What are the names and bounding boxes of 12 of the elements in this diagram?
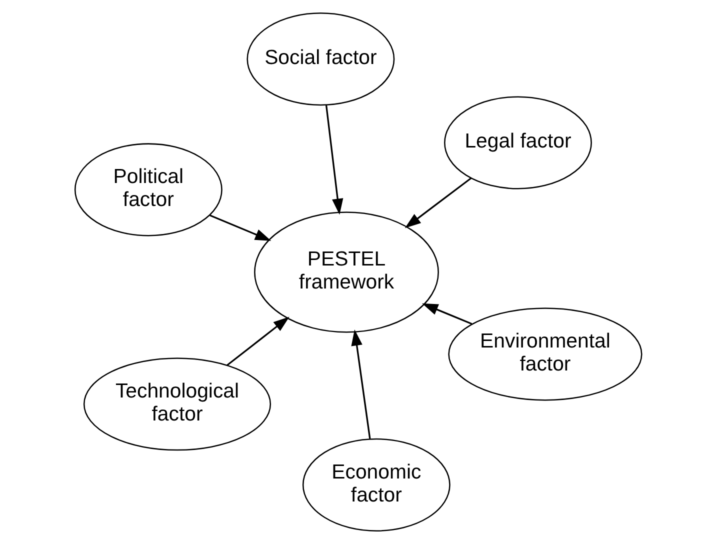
node-ellipse: Technological factor (82, 358, 271, 451)
node-ellipse: Economic factor (302, 438, 450, 532)
node-ellipse: Social factor (246, 12, 394, 106)
arrow (404, 177, 472, 228)
arrow (209, 214, 271, 241)
node-ellipse: Legal factor (444, 96, 592, 190)
arrow (324, 105, 343, 215)
arrow (226, 316, 289, 366)
node-ellipse: Environmental factor (448, 308, 642, 401)
arrow (350, 330, 370, 439)
node-ellipse: Political factor (74, 143, 222, 236)
arrow (421, 303, 472, 325)
